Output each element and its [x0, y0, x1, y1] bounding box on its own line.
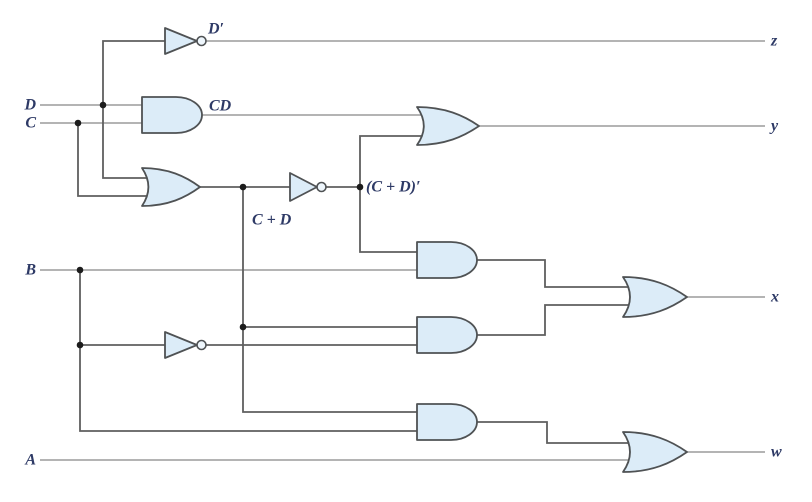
wire-cord-prime-to-and-x1 [359, 187, 420, 253]
wire-c-to-or [77, 123, 152, 197]
output-label-y: y [769, 118, 779, 135]
junction-c-or-d [239, 183, 247, 191]
junctions [74, 101, 364, 349]
output-label-z: z [770, 33, 778, 50]
or-gate-w [622, 431, 688, 473]
wire-and-x1-to-or-x [477, 259, 640, 288]
junction-b-top [76, 266, 84, 274]
not-gate-c-or-d-bubble [316, 181, 327, 193]
junction-c-or-d-prime [356, 183, 364, 191]
junction-c [74, 119, 82, 127]
wire-d-to-not [102, 40, 165, 105]
signal-label-d-prime: D′ [207, 21, 224, 38]
not-gate-b-triangle [164, 331, 198, 359]
input-label-a: A [24, 452, 36, 469]
not-gate-c-or-d [289, 172, 327, 202]
wire-cord-prime-to-or-y [359, 135, 432, 187]
not-gate-b-bubble [196, 339, 207, 351]
not-gate-d-bubble [196, 35, 207, 47]
or-gate-c-d [141, 167, 201, 207]
wires [40, 40, 765, 461]
signal-label-c-or-d-prime: (C + D)′ [366, 179, 421, 196]
not-gate-b [164, 331, 207, 359]
signal-label-cd: CD [209, 98, 232, 115]
and-gate-w [416, 403, 478, 441]
wire-d-to-or [102, 105, 152, 179]
input-label-b: B [24, 262, 36, 279]
labels: D C B A z y x w D′ CD C + D (C + D)′ [23, 21, 782, 469]
junction-b-mid [76, 341, 84, 349]
input-label-c: C [25, 115, 36, 132]
and-gate-x1 [416, 241, 478, 279]
wire-and-x2-to-or-x [477, 304, 640, 336]
wire-and-w-to-or-w [477, 421, 640, 444]
not-gate-c-or-d-triangle [289, 172, 318, 202]
output-label-x: x [770, 289, 779, 306]
output-label-w: w [771, 444, 782, 461]
junction-d [99, 101, 107, 109]
or-gate-x [622, 276, 688, 318]
input-label-d: D [23, 97, 36, 114]
wire-cord-to-and-w [242, 187, 420, 413]
signal-label-c-or-d: C + D [252, 212, 292, 229]
gates [141, 27, 688, 473]
wire-b-to-and-w [79, 270, 420, 432]
or-gate-y [416, 106, 480, 146]
and-gate-x2 [416, 316, 478, 354]
junction-c-or-d-mid [239, 323, 247, 331]
not-gate-d-triangle [164, 27, 198, 55]
and-gate-cd [141, 96, 203, 134]
not-gate-d [164, 27, 207, 55]
